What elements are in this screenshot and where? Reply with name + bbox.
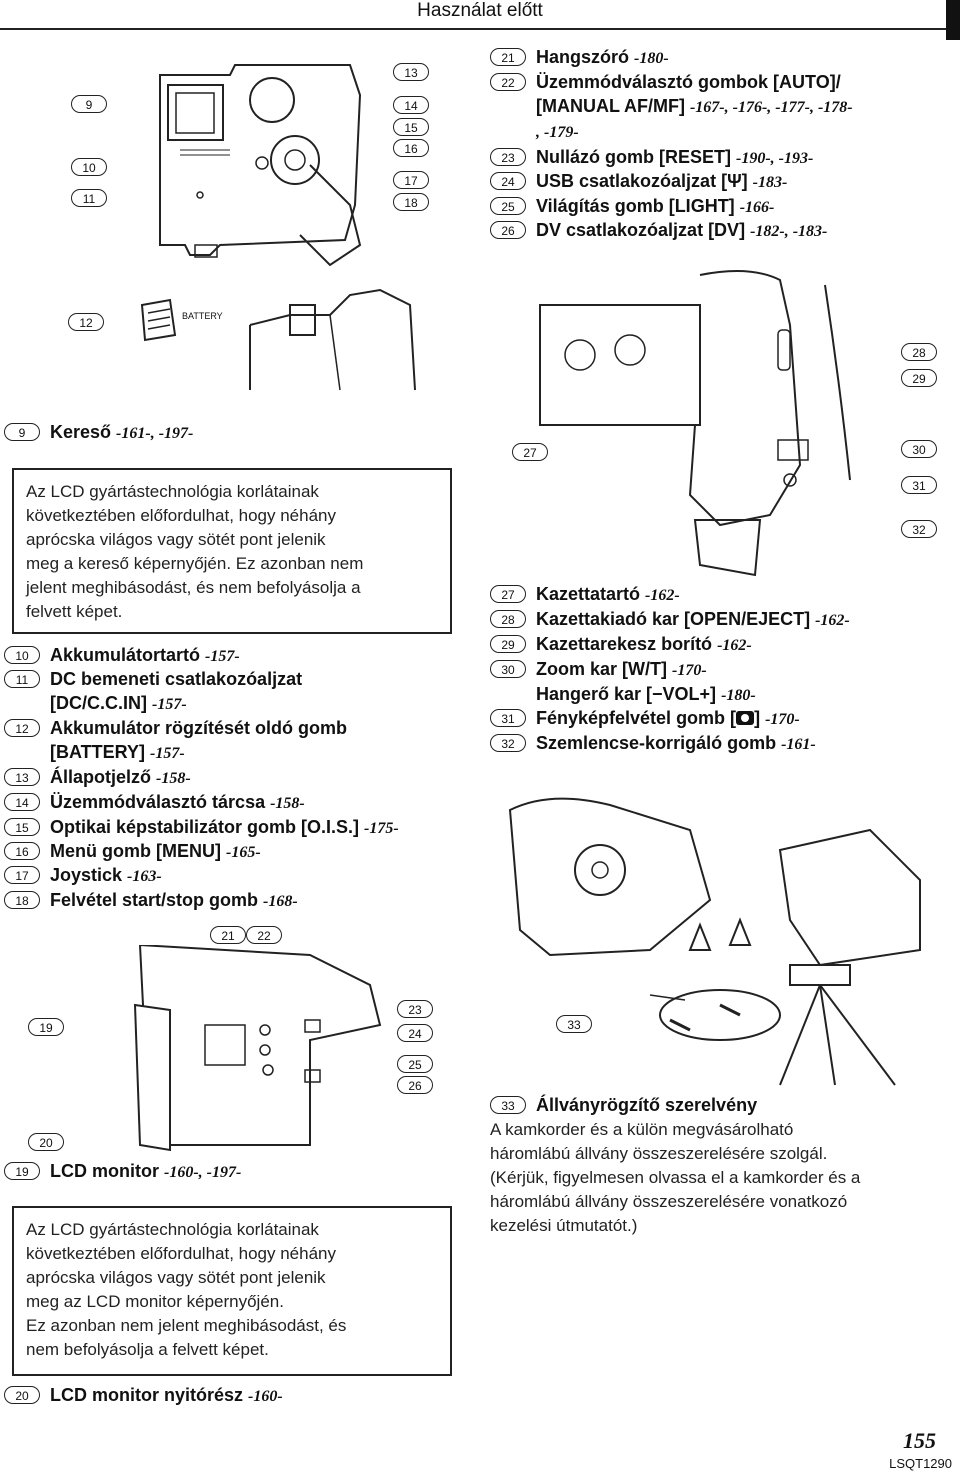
item-30: 30 Zoom kar [W/T] -170-: [490, 657, 707, 683]
battery-marking: BATTERY: [182, 311, 223, 321]
item-17: 17 Joystick -163-: [4, 863, 162, 889]
item-30-line2: Hangerő kar [−VOL+] -180-: [536, 684, 756, 704]
item-21: 21 Hangszóró -180-: [490, 45, 669, 71]
item-24: 24 USB csatlakozóaljzat [Ψ] -183-: [490, 169, 787, 195]
item-32: 32 Szemlencse-korrigáló gomb -161-: [490, 731, 816, 757]
camera-rear-diagram: [150, 55, 410, 270]
usb-icon: Ψ: [727, 171, 742, 191]
item-22-line2: [MANUAL AF/MF] -167-, -176-, -177-, -178…: [536, 96, 853, 116]
item-29: 29 Kazettarekesz borító -162-: [490, 632, 752, 658]
item-15: 15 Optikai képstabilizátor gomb [O.I.S.]…: [4, 815, 399, 841]
viewfinder-note-box: Az LCD gyártástechnológia korlátainak kö…: [12, 468, 452, 634]
item-22: 22 Üzemmódválasztó gombok [AUTO]/: [490, 70, 841, 94]
item-27: 27 Kazettatartó -162-: [490, 582, 680, 608]
item-31: 31 Fényképfelvétel gomb [] -170-: [490, 706, 800, 732]
item-33: 33 Állványrögzítő szerelvény: [490, 1093, 757, 1117]
item-9: 9 Kereső -161-, -197-: [4, 420, 193, 446]
document-code: LSQT1290: [889, 1456, 952, 1471]
page-number: 155: [903, 1428, 936, 1453]
camera-icon: [736, 711, 755, 725]
item-11: 11 DC bemeneti csatlakozóaljzat: [4, 667, 302, 691]
page-header-title: Használat előtt: [417, 0, 543, 21]
item-23: 23 Nullázó gomb [RESET] -190-, -193-: [490, 145, 813, 171]
item-19: 19 LCD monitor -160-, -197-: [4, 1159, 241, 1185]
lcd-note-box: Az LCD gyártástechnológia korlátainak kö…: [12, 1206, 452, 1376]
tripod-description: A kamkorder és a külön megvásárolható há…: [490, 1120, 861, 1235]
item-26: 26 DV csatlakozóaljzat [DV] -182-, -183-: [490, 218, 827, 244]
item-16: 16 Menü gomb [MENU] -165-: [4, 839, 261, 865]
header-rule: [0, 28, 946, 30]
item-28: 28 Kazettakiadó kar [OPEN/EJECT] -162-: [490, 607, 850, 633]
item-25: 25 Világítás gomb [LIGHT] -166-: [490, 194, 774, 220]
tripod-diagram: [490, 790, 940, 1090]
item-13: 13 Állapotjelző -158-: [4, 765, 191, 791]
item-11-line2: [DC/C.C.IN] -157-: [50, 693, 187, 713]
item-10: 10 Akkumulátortartó -157-: [4, 643, 240, 669]
item-12-line2: [BATTERY] -157-: [50, 742, 185, 762]
lcd-open-diagram: [110, 943, 430, 1160]
battery-release-diagram: [130, 275, 420, 395]
item-12: 12 Akkumulátor rögzítését oldó gomb: [4, 716, 347, 740]
header-tab-marker: [946, 0, 960, 40]
cassette-side-diagram: [520, 265, 890, 585]
item-22-line3: , -179-: [536, 124, 579, 141]
item-14: 14 Üzemmódválasztó tárcsa -158-: [4, 790, 305, 816]
item-20: 20 LCD monitor nyitórész -160-: [4, 1383, 283, 1409]
item-18: 18 Felvétel start/stop gomb -168-: [4, 888, 298, 914]
